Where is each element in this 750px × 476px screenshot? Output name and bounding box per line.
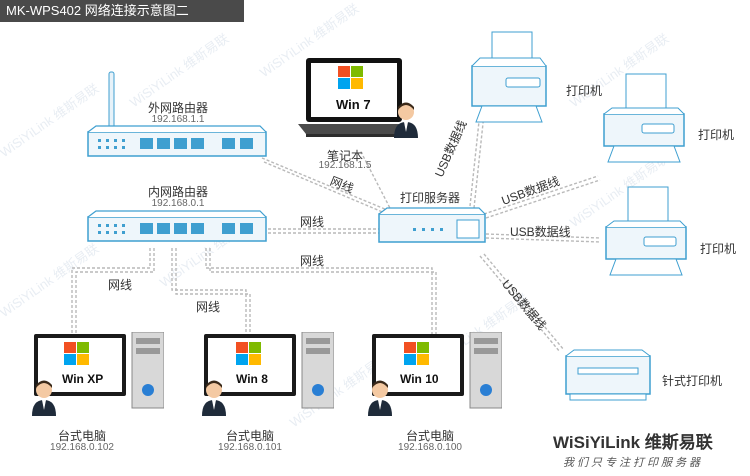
cable-router-desktop-3: [205, 248, 433, 338]
outer-router-ip: 192.168.1.1: [151, 114, 205, 125]
inner-router-ip: 192.168.0.1: [151, 198, 205, 209]
windows-logo-icon: [64, 342, 90, 371]
usb-cable-3b: [485, 237, 601, 243]
windows-logo-icon: [338, 66, 364, 95]
network-cable-label: 网线: [196, 300, 221, 314]
user-avatar-icon: [368, 380, 392, 416]
desktop-2-ip: 192.168.0.101: [218, 442, 282, 453]
printer-3-label: 打印机: [700, 242, 737, 256]
cable-outer-router-server-2: [263, 161, 393, 217]
laptop-label: 笔记本: [326, 149, 364, 163]
desktop-1-ip: 192.168.0.102: [50, 442, 114, 453]
printer-icon: [471, 31, 547, 123]
dot-matrix-printer-label: 针式打印机: [662, 374, 723, 388]
desktop-3-label: 台式电脑: [405, 429, 455, 443]
laptop-ip: 192.168.1.5: [318, 160, 372, 171]
cable-outer-router-server: [261, 157, 393, 213]
network-cable-label: 网线: [300, 215, 325, 229]
laptop-os-label: Win 7: [336, 97, 371, 112]
network-cable-label: 网线: [108, 278, 133, 292]
windows-logo-icon: [236, 342, 262, 371]
desktop-3-os: Win 10: [400, 372, 439, 386]
cable-router-desktop-3b: [209, 248, 437, 338]
cable-router-desktop-2b: [175, 248, 251, 338]
inner-router-label: 内网路由器: [147, 185, 209, 199]
usb-cable-2: [483, 175, 599, 215]
user-avatar-icon: [202, 380, 226, 416]
usb-cable-2b: [485, 179, 601, 219]
usb-cable-3: [485, 233, 601, 239]
windows-logo-icon: [404, 342, 430, 371]
print-server-label: 打印服务器: [399, 191, 461, 205]
cable-router-desktop-1: [71, 248, 151, 338]
brand-name: WiSiYiLink 维斯易联: [553, 433, 713, 452]
desktop-1-label: 台式电脑: [57, 429, 107, 443]
desktop-1-os: Win XP: [62, 372, 104, 386]
desktop-2-label: 台式电脑: [225, 429, 275, 443]
outer-router-icon: [87, 71, 267, 157]
usb-cable-label: USB数据线: [510, 225, 571, 239]
dot-matrix-printer-icon: [565, 349, 651, 401]
diagram-title: MK-WPS402 网络连接示意图二: [0, 0, 244, 22]
inner-router-icon: [87, 210, 267, 242]
usb-cable-4: [479, 255, 561, 353]
printer-1-label: 打印机: [566, 84, 603, 98]
cable-router-desktop-1b: [75, 248, 155, 338]
desktop-2-os: Win 8: [236, 372, 268, 386]
usb-cable-1: [469, 111, 481, 207]
usb-cable-4b: [483, 253, 565, 351]
print-server-icon: [378, 207, 486, 243]
cable-router-desktop-2: [171, 248, 247, 338]
printer-icon: [603, 73, 685, 163]
user-avatar-icon: [394, 102, 418, 138]
printer-icon: [605, 186, 687, 276]
outer-router-label: 外网路由器: [147, 101, 209, 115]
user-avatar-icon: [32, 380, 56, 416]
network-cable-label: 网线: [300, 254, 325, 268]
desktop-3-ip: 192.168.0.100: [398, 442, 462, 453]
usb-cable-1b: [473, 113, 485, 209]
printer-2-label: 打印机: [698, 128, 735, 142]
brand-slogan: 我们只专注打印服务器: [563, 456, 703, 469]
cable-server-laptop: [359, 149, 393, 213]
laptop-icon: [298, 58, 410, 137]
